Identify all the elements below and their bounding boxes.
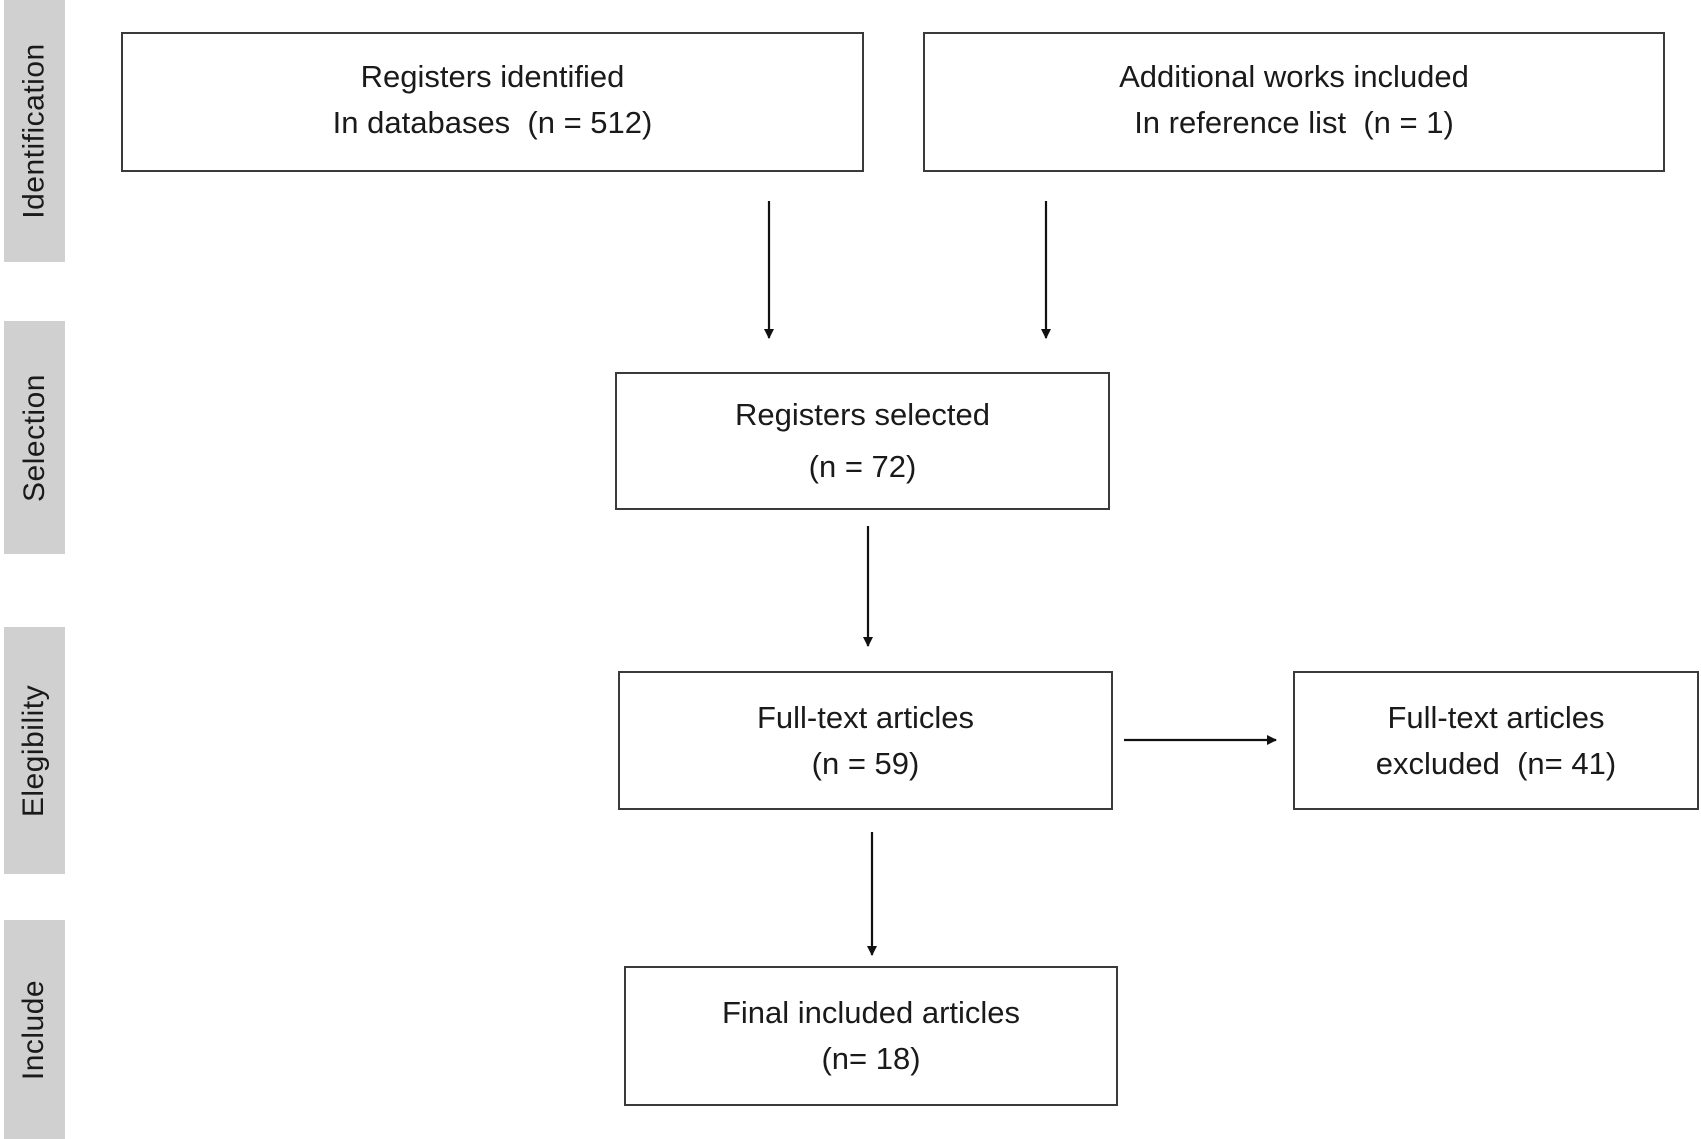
box-registers-identified: Registers identified In databases (n = 5… [121, 32, 864, 172]
stage-selection: Selection [4, 321, 65, 554]
box-full-text-excluded-line1: Full-text articles [1387, 699, 1605, 735]
stage-elegibility: Elegibility [4, 627, 65, 874]
box-registers-identified-line2: In databases (n = 512) [332, 105, 653, 140]
stage-label-identification: Identification [17, 43, 51, 219]
box-final-included: Final included articles (n= 18) [624, 966, 1118, 1106]
stage-label-elegibility: Elegibility [17, 684, 51, 817]
stage-include: Include [4, 920, 65, 1139]
box-registers-selected: Registers selected (n = 72) [615, 372, 1110, 510]
box-full-text-excluded: Full-text articles excluded (n= 41) [1293, 671, 1699, 810]
box-additional-works: Additional works included In reference l… [923, 32, 1665, 172]
stage-label-include: Include [17, 979, 51, 1080]
box-final-included-line1: Final included articles [721, 995, 1021, 1030]
box-full-text-excluded-line2: excluded (n= 41) [1375, 745, 1617, 781]
stage-identification: Identification [4, 0, 65, 262]
box-additional-works-line2: In reference list (n = 1) [1134, 105, 1454, 140]
box-registers-selected-line2: (n = 72) [808, 449, 917, 484]
box-full-text: Full-text articles (n = 59) [618, 671, 1113, 810]
box-additional-works-line1: Additional works included [1119, 59, 1469, 94]
stage-label-selection: Selection [17, 373, 51, 502]
box-full-text-line1: Full-text articles [756, 699, 975, 735]
box-full-text-line2: (n = 59) [811, 745, 920, 781]
box-registers-selected-line1: Registers selected [734, 397, 990, 432]
box-registers-identified-line1: Registers identified [360, 59, 625, 94]
box-final-included-line2: (n= 18) [821, 1041, 921, 1076]
